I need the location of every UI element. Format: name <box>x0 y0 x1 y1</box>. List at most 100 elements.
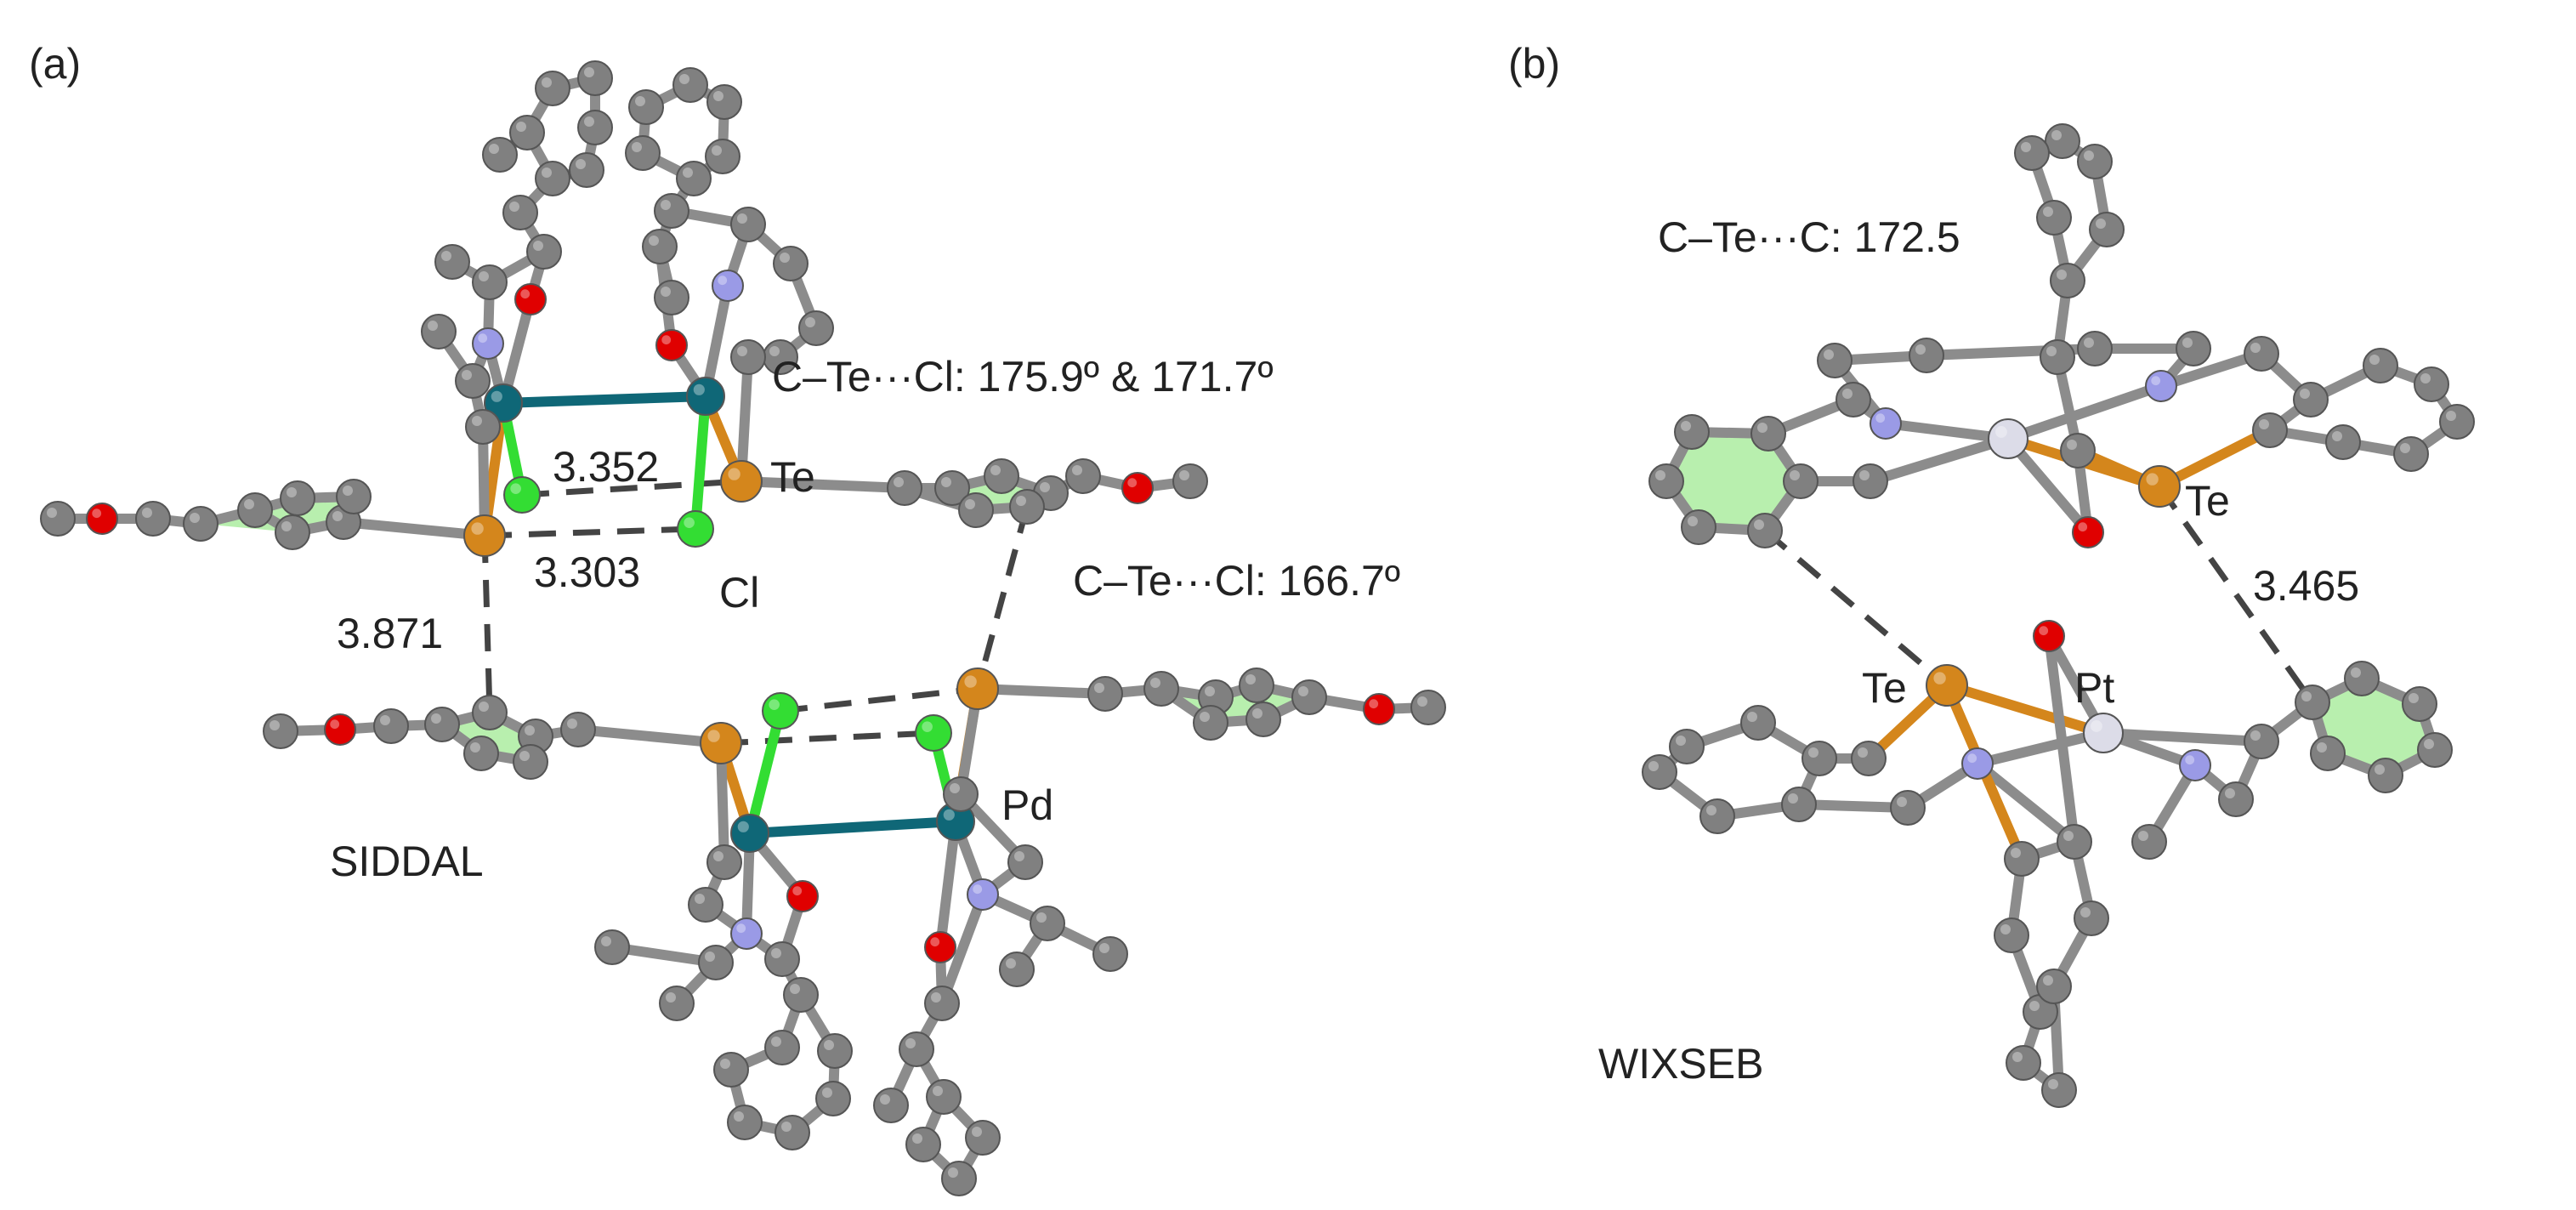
carbon-atom <box>2252 412 2288 448</box>
atom-highlight <box>683 168 693 178</box>
bond <box>935 816 961 952</box>
atom-highlight <box>965 499 975 509</box>
atom-sphere <box>1994 917 2029 953</box>
atom-label-pt: Pt <box>2074 664 2114 712</box>
atom-highlight <box>990 465 1001 475</box>
nitrogen-atom <box>2179 749 2211 781</box>
platinum-atom <box>2083 713 2124 753</box>
atom-sphere <box>1817 343 1853 378</box>
atom-sphere <box>2060 433 2096 469</box>
bond <box>498 391 711 408</box>
carbon-atom <box>999 952 1035 987</box>
carbon-atom <box>2244 336 2279 372</box>
carbon-atom <box>535 71 570 106</box>
atom-highlight <box>516 122 526 132</box>
nitrogen-atom <box>967 878 999 911</box>
carbon-atom <box>472 695 508 730</box>
carbon-atom <box>1994 917 2029 953</box>
atom-sphere <box>455 363 491 399</box>
atom-highlight <box>2424 739 2434 749</box>
atom-sphere <box>1143 671 1179 707</box>
carbon-atom <box>2244 724 2279 759</box>
panel-label-a: (a) <box>29 40 81 88</box>
bond <box>690 391 711 534</box>
atom-highlight <box>950 783 960 793</box>
atom-highlight <box>1245 674 1256 685</box>
atom-sphere <box>655 329 688 361</box>
carbon-atom <box>2417 732 2453 768</box>
oxygen-atom <box>1121 472 1154 504</box>
atom-highlight <box>1072 465 1082 475</box>
atom-highlight <box>428 321 438 331</box>
atom-highlight <box>1875 413 1886 423</box>
atom-sphere <box>1121 472 1154 504</box>
atom-sphere <box>762 692 799 730</box>
atom-sphere <box>560 712 596 747</box>
atom-sphere <box>775 1115 810 1150</box>
atom-highlight <box>1859 470 1870 480</box>
atom-sphere <box>1193 705 1228 741</box>
atom-sphere <box>1669 729 1705 764</box>
atom-sphere <box>421 314 457 349</box>
atom-sphere <box>2041 1072 2077 1108</box>
atom-highlight <box>2151 376 2161 386</box>
carbon-atom <box>2176 331 2211 366</box>
carbon-atom <box>373 708 409 744</box>
atom-highlight <box>2300 389 2310 399</box>
atom-sphere <box>2074 900 2109 936</box>
atom-highlight <box>894 477 904 487</box>
atom-highlight <box>1006 958 1016 969</box>
atom-sphere <box>899 1031 934 1067</box>
atom-highlight <box>2317 742 2327 753</box>
atom-highlight <box>632 142 642 152</box>
atom-sphere <box>502 195 538 230</box>
atom-sphere <box>2077 331 2113 366</box>
bond <box>1972 728 2108 769</box>
oxygen-atom <box>86 503 118 535</box>
atom-highlight <box>824 1040 834 1050</box>
carbon-atom <box>924 986 960 1021</box>
atom-sphere <box>2218 781 2254 817</box>
atom-sphere <box>513 744 548 780</box>
bond <box>1865 434 2013 486</box>
atom-highlight <box>431 713 441 724</box>
carbon-atom <box>763 339 798 375</box>
atom-sphere <box>2036 969 2072 1004</box>
atom-highlight <box>781 1122 792 1132</box>
bond <box>1881 418 2013 444</box>
carbon-atom <box>2040 339 2075 375</box>
atom-sphere <box>2244 724 2279 759</box>
carbon-atom <box>672 67 708 103</box>
atom-highlight <box>771 948 781 958</box>
atom-sphere <box>2176 331 2211 366</box>
carbon-atom <box>817 1033 853 1069</box>
atom-highlight <box>1754 520 1764 530</box>
atom-sphere <box>1851 741 1887 776</box>
carbon-atom <box>698 945 734 980</box>
atom-highlight <box>472 416 482 426</box>
atom-sphere <box>2050 263 2085 298</box>
atom-sphere <box>2057 824 2092 860</box>
atom-highlight <box>684 517 695 528</box>
atom-sphere <box>2252 412 2288 448</box>
atom-highlight <box>2080 907 2091 917</box>
carbon-atom <box>887 470 922 506</box>
atom-sphere <box>659 986 695 1021</box>
atom-highlight <box>1205 686 1215 696</box>
atom-sphere <box>773 246 809 281</box>
atom-highlight <box>713 91 723 101</box>
atom-highlight <box>584 116 594 127</box>
atom-sphere <box>786 880 819 912</box>
chlorine-atom <box>503 476 541 514</box>
atom-highlight <box>330 719 340 730</box>
atom-sphere <box>1087 676 1123 712</box>
atom-sphere <box>594 929 630 965</box>
atom-sphere <box>2402 686 2437 722</box>
carbon-atom <box>1065 458 1101 494</box>
atom-sphere <box>1030 906 1065 941</box>
atom-sphere <box>373 708 409 744</box>
atom-highlight <box>479 271 489 281</box>
atom-sphere <box>727 1105 763 1140</box>
carbon-atom <box>424 707 460 742</box>
atom-sphere <box>1747 513 1783 548</box>
